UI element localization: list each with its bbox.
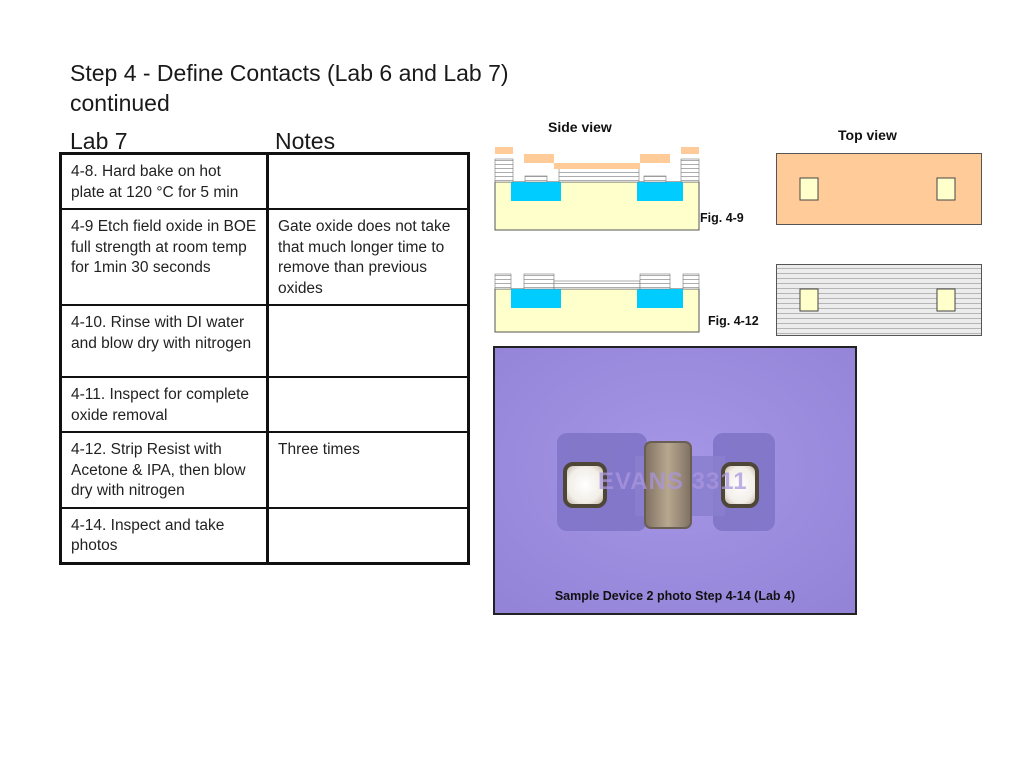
photo-caption: Sample Device 2 photo Step 4-14 (Lab 4): [554, 589, 796, 603]
side-view-fig-4-12: [494, 273, 700, 333]
fig-4-12-label: Fig. 4-12: [708, 314, 759, 328]
step-cell: 4-14. Inspect and take photos: [59, 506, 269, 564]
note-cell: [266, 506, 470, 564]
column-header-lab: Lab 7: [70, 128, 128, 154]
table-row: 4-9 Etch field oxide in BOE full strengt…: [59, 208, 470, 306]
step-cell: 4-9 Etch field oxide in BOE full strengt…: [59, 208, 269, 306]
page-title: Step 4 - Define Contacts (Lab 6 and Lab …: [70, 60, 509, 116]
column-header-notes: Notes: [275, 128, 336, 154]
diffusion-right: [637, 289, 683, 308]
note-cell: [266, 152, 470, 210]
contact-pad-left: [563, 462, 607, 508]
contact-opening-left: [799, 177, 819, 201]
note-cell: Three times: [266, 431, 470, 509]
diffusion-left: [511, 289, 561, 308]
top-view-label: Top view: [838, 127, 897, 143]
contact-opening-left: [799, 288, 819, 312]
gate: [644, 441, 692, 529]
diffusion-left: [511, 182, 561, 201]
step-cell: 4-8. Hard bake on hot plate at 120 °C fo…: [59, 152, 269, 210]
side-view-label: Side view: [548, 119, 612, 135]
side-view-fig-4-9: [494, 147, 700, 231]
contact-opening-right: [936, 177, 956, 201]
device-photo-image: [495, 348, 855, 613]
step-cell: 4-12. Strip Resist with Acetone & IPA, t…: [59, 431, 269, 509]
table-row: 4-8. Hard bake on hot plate at 120 °C fo…: [59, 152, 470, 210]
step-cell: 4-10. Rinse with DI water and blow dry w…: [59, 304, 269, 378]
note-cell: [266, 376, 470, 433]
table-row: 4-11. Inspect for complete oxide removal: [59, 376, 470, 433]
photo-watermark: EVANS 3311: [598, 468, 748, 495]
table-row: 4-14. Inspect and take photos: [59, 506, 470, 564]
steps-table: 4-8. Hard bake on hot plate at 120 °C fo…: [59, 152, 470, 565]
top-view-fig-4-9: [776, 153, 982, 225]
resist-layer: [495, 147, 513, 154]
contact-pad-right: [721, 462, 759, 508]
step-cell: 4-11. Inspect for complete oxide removal: [59, 376, 269, 433]
top-view-fig-4-12: [776, 264, 982, 336]
contact-opening-right: [936, 288, 956, 312]
note-cell: [266, 304, 470, 378]
fig-4-9-label: Fig. 4-9: [700, 211, 744, 225]
table-row: 4-12. Strip Resist with Acetone & IPA, t…: [59, 431, 470, 509]
diffusion-right: [637, 182, 683, 201]
note-cell: Gate oxide does not take that much longe…: [266, 208, 470, 306]
device-photo: EVANS 3311 Sample Device 2 photo Step 4-…: [493, 346, 857, 615]
table-row: 4-10. Rinse with DI water and blow dry w…: [59, 304, 470, 378]
